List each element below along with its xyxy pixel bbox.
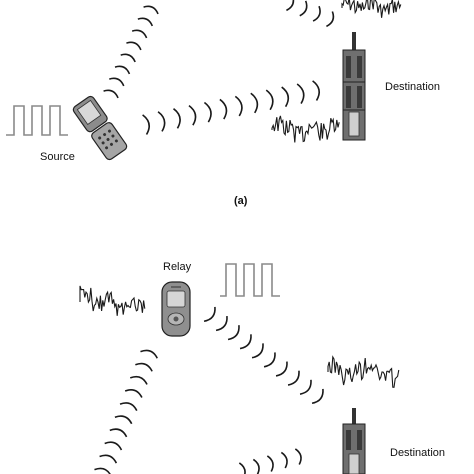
wave-arc xyxy=(188,104,197,126)
radio-wave-arcs-icon xyxy=(238,448,302,474)
wave-arc xyxy=(266,455,274,472)
wave-arc xyxy=(287,370,300,386)
wave-arc xyxy=(140,349,158,359)
wave-arc xyxy=(99,454,118,464)
wave-arc xyxy=(238,462,246,474)
wave-arc xyxy=(157,111,166,132)
destination-label-bottom: Destination xyxy=(390,447,445,459)
wave-arc xyxy=(94,467,112,474)
wave-arc xyxy=(143,5,159,15)
wave-arc xyxy=(109,77,125,87)
wave-arc xyxy=(312,5,321,22)
relay-label: Relay xyxy=(163,261,192,273)
wave-arc xyxy=(265,89,274,111)
radio-wave-arcs-icon xyxy=(94,349,158,474)
wave-arc xyxy=(203,101,212,123)
wave-arc xyxy=(109,428,128,438)
wave-arc xyxy=(280,451,288,469)
candybar-phone-icon xyxy=(161,281,191,337)
wave-arc xyxy=(104,441,123,451)
wave-arc xyxy=(135,362,153,372)
radio-wave-arcs-icon xyxy=(203,306,324,405)
wave-arc xyxy=(263,352,276,368)
panel-caption-a: (a) xyxy=(234,195,248,207)
noise-signal-icon xyxy=(327,355,400,388)
wave-arc xyxy=(299,0,308,17)
wave-arc xyxy=(250,92,259,114)
wave-arc xyxy=(227,325,240,341)
source-label: Source xyxy=(40,151,75,163)
wave-arc xyxy=(281,86,290,108)
wave-arc xyxy=(120,53,136,63)
radio-wave-arcs-icon xyxy=(103,5,159,99)
wave-arc xyxy=(173,108,181,129)
wave-arc xyxy=(311,388,324,405)
square-wave-icon xyxy=(220,263,280,297)
wave-arc xyxy=(275,361,288,377)
wave-arc xyxy=(239,334,252,350)
cell-tower-icon xyxy=(342,32,366,141)
wave-arc xyxy=(215,315,228,332)
noise-signal-icon xyxy=(79,285,146,316)
wave-arc xyxy=(296,83,305,104)
wave-arc xyxy=(114,65,131,75)
radio-wave-arcs-icon xyxy=(142,80,320,135)
wave-arc xyxy=(251,343,264,359)
wave-arc xyxy=(294,448,302,465)
wave-arc xyxy=(129,375,148,385)
wave-arc xyxy=(114,415,133,425)
wave-arc xyxy=(286,0,295,12)
wave-arc xyxy=(203,306,216,323)
wave-arc xyxy=(219,98,228,120)
wave-arc xyxy=(142,114,150,135)
wave-arc xyxy=(131,29,148,39)
wave-arc xyxy=(119,402,138,412)
wave-arc xyxy=(252,458,260,474)
noise-signal-icon xyxy=(271,115,340,143)
destination-label-top: Destination xyxy=(385,81,440,93)
flip-phone-icon xyxy=(72,95,128,161)
radio-wave-arcs-icon xyxy=(286,0,335,28)
wave-arc xyxy=(326,11,335,28)
wave-arc xyxy=(103,89,119,99)
wave-arc xyxy=(126,41,142,51)
cell-tower-icon xyxy=(342,408,366,474)
wave-arc xyxy=(234,95,243,117)
square-wave-icon xyxy=(6,105,68,136)
wave-arc xyxy=(124,389,143,398)
wave-arc xyxy=(299,379,312,395)
wave-arc xyxy=(137,17,154,27)
noise-signal-icon xyxy=(341,0,402,18)
wave-arc xyxy=(312,80,320,101)
